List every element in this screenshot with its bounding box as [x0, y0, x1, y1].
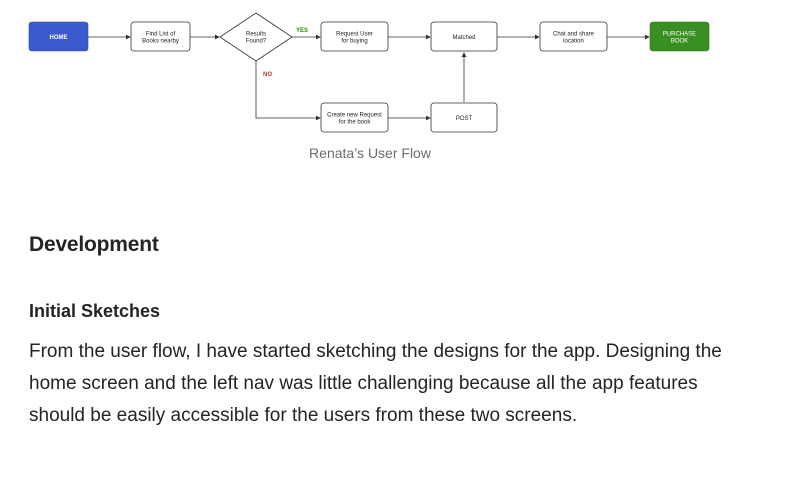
node-label-line: Results	[246, 32, 266, 38]
edge-label-no: NO	[263, 72, 272, 78]
node-label-line: Create new Request	[327, 113, 382, 119]
svg-text:POST: POST	[456, 116, 473, 122]
node-label-line: location	[563, 39, 584, 45]
node-label-line: POST	[456, 116, 473, 122]
svg-text:HOME: HOME	[50, 35, 68, 41]
node-home: HOME	[28, 21, 89, 52]
node-label-line: PURCHASE	[663, 32, 696, 38]
node-matched: Matched	[430, 21, 498, 52]
node-label-line: Matched	[452, 35, 475, 41]
node-label-line: for buying	[341, 39, 367, 45]
node-label-line: BOOK	[671, 39, 688, 45]
node-label-line: Books nearby	[142, 39, 179, 45]
node-label-line: for the book	[339, 120, 372, 126]
diagram-caption: Renata’s User Flow	[309, 145, 431, 161]
svg-text:Matched: Matched	[452, 35, 475, 41]
node-label-line: Found?	[246, 39, 267, 45]
node-label-line: Chat and share	[553, 32, 595, 38]
node-label-line: HOME	[50, 35, 68, 41]
node-post: POST	[430, 102, 498, 133]
flow-connectors	[88, 34, 650, 121]
node-label-line: Request User	[336, 32, 373, 38]
node-label-line: Find List of	[146, 32, 176, 38]
edge-results-create	[255, 61, 321, 121]
section-title: Development	[29, 233, 159, 256]
edge-label-yes: YES	[296, 28, 308, 34]
body-paragraph: From the user flow, I have started sketc…	[29, 341, 722, 426]
subsection-title: Initial Sketches	[29, 301, 161, 321]
